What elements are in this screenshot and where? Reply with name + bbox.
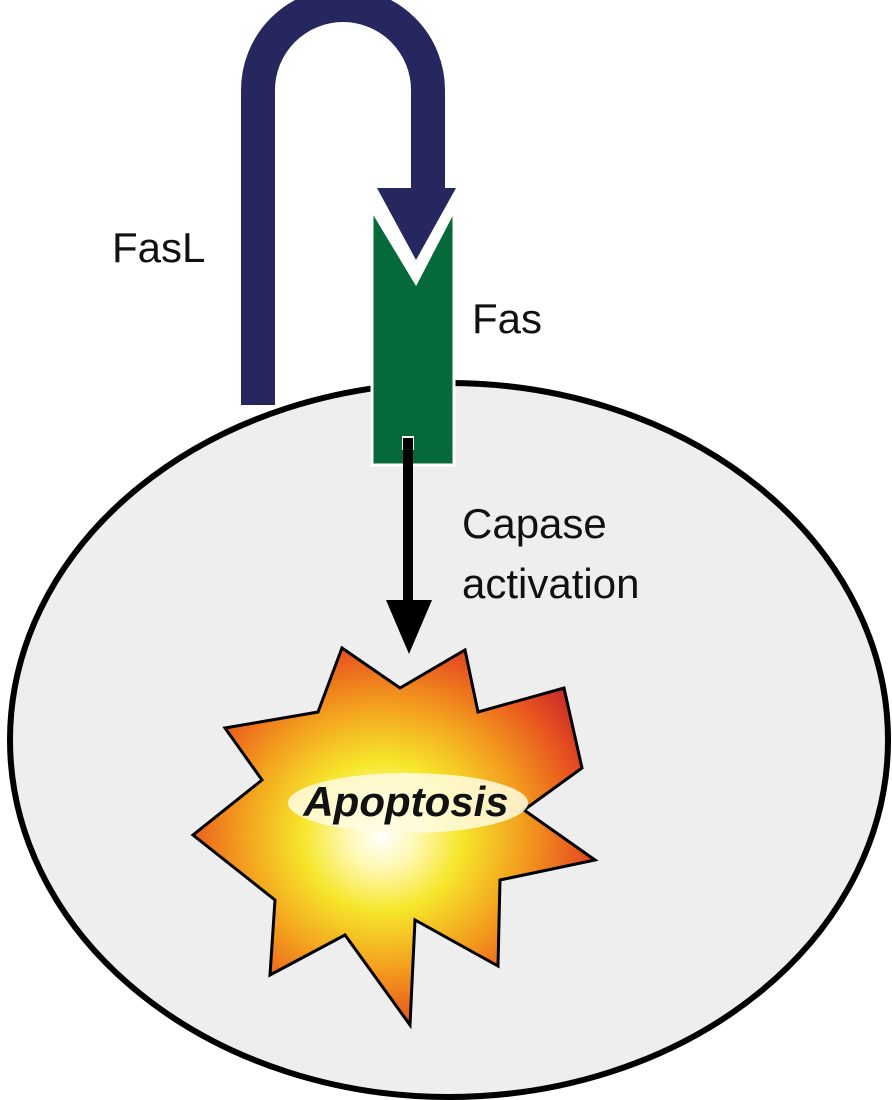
caspase-arrowhead-icon xyxy=(386,600,432,654)
fasl-arrowhead-icon xyxy=(377,188,456,260)
caspase-label-line1: Capase xyxy=(462,500,607,547)
fas-receptor xyxy=(370,204,456,467)
apoptosis-label-glow xyxy=(288,773,528,833)
fasl-ligand-arrow xyxy=(241,0,445,405)
fasl-label: FasL xyxy=(112,224,205,271)
apoptosis-burst-icon xyxy=(190,645,599,1030)
caspase-label-line2: activation xyxy=(462,560,639,607)
apoptosis-label: Apoptosis xyxy=(302,778,508,825)
fas-label: Fas xyxy=(472,295,542,342)
